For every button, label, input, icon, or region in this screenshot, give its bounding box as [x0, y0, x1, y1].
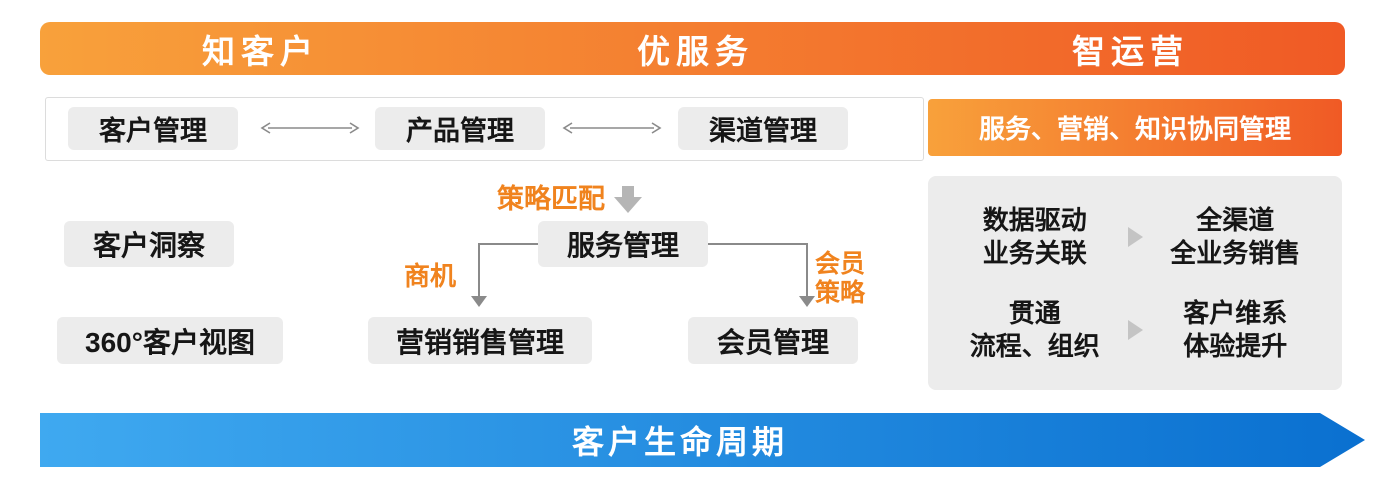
collaboration-management-box: 服务、营销、知识协同管理 [928, 99, 1342, 156]
connector-service-to-member-line [806, 243, 808, 297]
pill-customer-360-view: 360°客户视图 [57, 317, 283, 364]
connector-service-to-marketing-line [478, 243, 538, 245]
customer-lifecycle-label: 客户生命周期 [571, 424, 788, 460]
strategy-match-label: 策略匹配 [497, 184, 605, 214]
pill-member-management: 会员管理 [688, 317, 858, 364]
pill-channel-management: 渠道管理 [678, 107, 848, 150]
connector-arrowhead-icon [471, 296, 487, 307]
pill-customer-management: 客户管理 [68, 107, 238, 150]
pill-marketing-sales-management: 营销销售管理 [368, 317, 592, 364]
opportunity-label: 商机 [404, 261, 457, 291]
operations-row-data-driven: 数据驱动 业务关联 全渠道 全业务销售 [946, 204, 1324, 269]
connector-arrowhead-icon [799, 296, 815, 307]
top-banner: 知客户 优服务 智运营 [40, 22, 1345, 75]
ops-from-label: 贯通 流程、组织 [969, 298, 1100, 361]
pill-service-management: 服务管理 [538, 221, 708, 267]
member-strategy-label: 会员 策略 [815, 250, 866, 307]
pill-customer-insight: 客户洞察 [64, 221, 234, 267]
right-arrow-icon [1127, 226, 1143, 247]
ops-from-label: 数据驱动 业务关联 [982, 205, 1087, 268]
operations-row-process: 贯通 流程、组织 客户维系 体验提升 [946, 297, 1324, 362]
ops-to-label: 全渠道 全业务销售 [1170, 205, 1301, 268]
down-arrow-icon [622, 186, 634, 198]
banner-section-smart-operation: 智运营 [1072, 32, 1189, 70]
operations-panel: 数据驱动 业务关联 全渠道 全业务销售 贯通 流程、组织 客户维系 体验提升 [928, 176, 1342, 390]
connector-service-to-marketing-line [478, 243, 480, 297]
double-arrow-icon [562, 122, 662, 134]
double-arrow-icon [260, 122, 360, 134]
ops-to-label: 客户维系 体验提升 [1183, 298, 1288, 361]
banner-section-know-customer: 知客户 [202, 32, 319, 70]
pill-product-management: 产品管理 [375, 107, 545, 150]
down-arrow-icon [614, 197, 642, 213]
connector-service-to-member-line [708, 243, 808, 245]
banner-section-good-service: 优服务 [637, 32, 754, 70]
right-arrow-icon [1127, 319, 1143, 340]
customer-lifecycle-banner: 客户生命周期 [40, 413, 1365, 467]
